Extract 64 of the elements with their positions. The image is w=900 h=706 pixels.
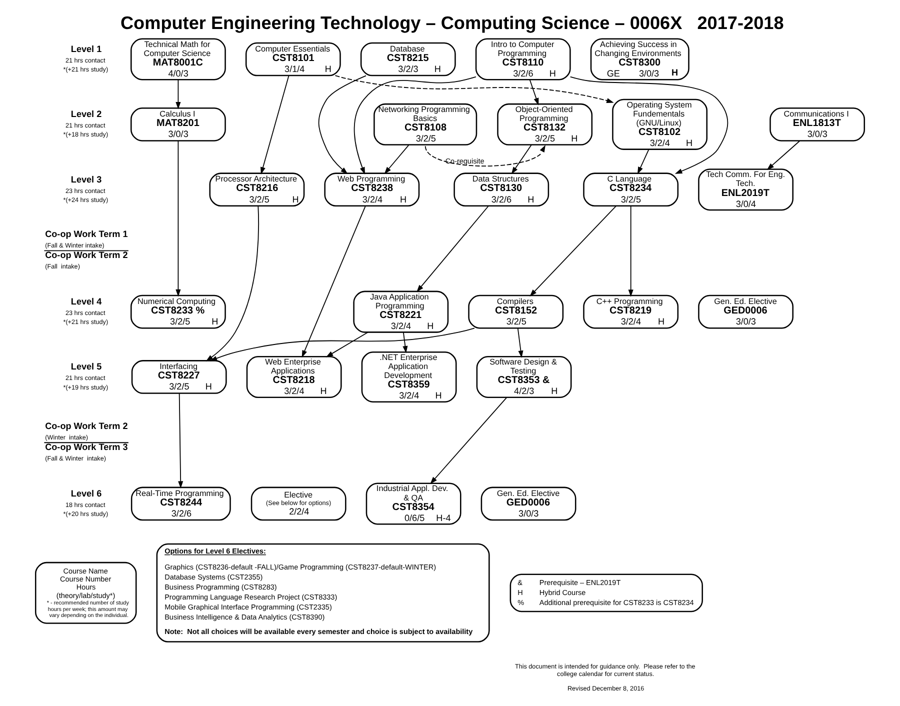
arrow	[334, 75, 614, 104]
node-box: Operating System Fundementals (GNU/Linux) CST8102 3/2/4 H	[612, 98, 708, 150]
node-box: Computer Essentials CST8101 3/1/4 H	[245, 42, 341, 76]
node-box: Options for Level 6 Electives: Graphics (CST8236-default -FALL)/Game Programming (CST8237-default-WINTER) Database Systems (CST2355) Business Programming (CST8283) Programming Language Research Project (CST8333) Mobile Graphical Interface Programming (CST2335) Business Intelligence & Data Analytics (CST8390) Note: Not all choices will be available every semester and choice is subject to availability	[156, 543, 490, 642]
label: Level 5	[70, 362, 102, 372]
arrow	[210, 328, 475, 362]
node-box: Technical Math for Computer Science MAT8001C 4/0/3	[130, 38, 226, 80]
label: Level 2	[70, 109, 102, 120]
label: Co-op Work Term 1	[45, 229, 128, 240]
label: Level 1	[70, 44, 102, 54]
arrow	[637, 149, 650, 174]
node-box: C++ Programming CST8219 3/2/4 H	[583, 294, 679, 329]
node-box: Tech Comm. For Eng. Tech. ENL2019T 3/0/4	[698, 168, 794, 211]
arrow	[517, 328, 524, 358]
arrow	[416, 206, 489, 292]
arrow	[318, 75, 366, 174]
node-box: Database CST8215 3/2/3 H	[360, 42, 456, 76]
node-box: Web Enterprise Applications CST8218 3/2/4 H	[246, 356, 342, 398]
node-box: Intro to Computer Programming CST8110 3/2/6 H	[475, 38, 571, 80]
node-box: & Prerequisite – ENL2019T H Hybrid Course % Additional prerequisite for CST8233 is CST8234	[510, 574, 703, 612]
arrow	[178, 393, 184, 488]
arrow	[260, 75, 290, 174]
arrow	[530, 206, 616, 296]
node-box: Interfacing CST8227 3/2/5 H	[131, 360, 227, 394]
node-box: Communications I ENL1813T 3/0/3	[770, 108, 866, 142]
arrow	[766, 140, 800, 170]
diagram-title: Computer Engineering Technology – Computing Science – 0006X 2017-2018	[120, 12, 784, 33]
arrow	[176, 79, 181, 110]
arrow	[529, 79, 539, 106]
node-box: .NET Enterprise Application Development CST8359 3/2/4 H	[361, 351, 457, 403]
node-box: Numerical Computing CST8233 % 3/2/5 H	[130, 294, 226, 329]
node-box: Software Design & Testing CST8353 & 4/2/3 H	[476, 356, 572, 398]
arrow	[176, 140, 181, 297]
node-box: Real-Time Programming CST8244 3/2/6	[130, 486, 231, 521]
arrow	[570, 76, 728, 174]
arrow	[326, 332, 368, 358]
node-box: Gen. Ed. Elective GED0006 3/0/3	[480, 486, 576, 521]
arrow	[384, 144, 410, 174]
node-box: Compilers CST8152 3/2/5	[468, 294, 564, 329]
arrow	[511, 144, 532, 174]
arrow	[628, 206, 634, 297]
node-box: Achieving Success in Changing Environments CST8300 GE 3/0/3 H	[590, 38, 690, 80]
node-box: Processor Architecture CST8216 3/2/5 H	[209, 172, 305, 207]
arrow	[402, 332, 408, 354]
node-box: Gen. Ed. Elective GED0006 3/0/3	[698, 294, 794, 329]
label: Co-op Work Term 2	[45, 250, 128, 260]
label: Co-op Work Term 2	[45, 421, 128, 432]
node-box: Web Programming CST8238 3/2/4 H	[324, 172, 420, 207]
arrow	[206, 206, 260, 362]
label: Level 3	[70, 174, 102, 184]
arrow	[302, 206, 366, 358]
node-box: Industrial Appl. Dev. & QA CST8354 0/6/5 H-4	[366, 482, 462, 525]
node-box: Calculus I MAT8201 3/0/3	[130, 108, 226, 142]
node-box: C Language CST8234 3/2/5	[583, 172, 679, 207]
arrow	[430, 396, 508, 484]
edge-label: Co-requisite	[445, 156, 484, 166]
node-box: Networking Programming Basics CST8108 3/2/5	[374, 103, 478, 146]
node-box: Data Structures CST8130 3/2/6 H	[454, 172, 550, 207]
label: Level 4	[70, 296, 102, 307]
node-box: Object-Oriented Programming CST8132 3/2/5 H	[497, 103, 593, 146]
label: Level 6	[70, 488, 102, 498]
node-box: Java Application Programming CST8221 3/2/4 H	[353, 290, 449, 333]
label: Co-op Work Term 3	[45, 442, 128, 452]
arrow	[424, 144, 546, 166]
